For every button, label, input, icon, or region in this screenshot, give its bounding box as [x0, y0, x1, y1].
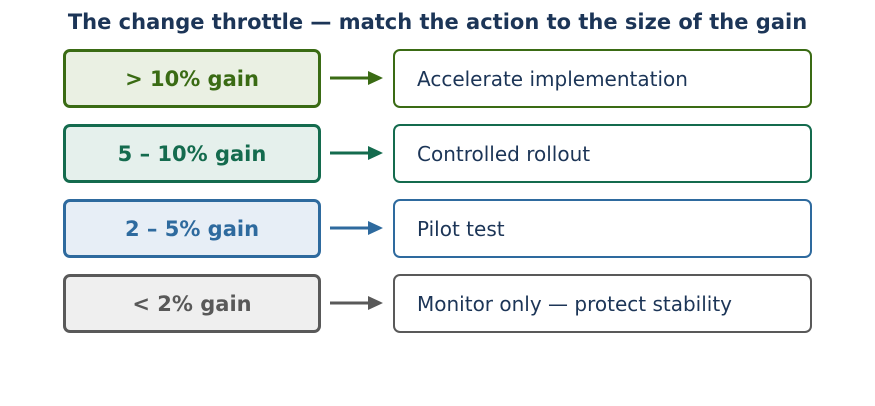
arrow-right-icon: [330, 71, 383, 85]
gain-threshold-box: 2 – 5% gain: [63, 199, 321, 258]
action-box: Monitor only — protect stability: [393, 274, 812, 333]
arrow-right-icon: [330, 221, 383, 235]
arrow-right-icon: [330, 296, 383, 310]
throttle-row: > 10% gain Accelerate implementation: [0, 49, 875, 108]
action-box: Pilot test: [393, 199, 812, 258]
gain-threshold-box: < 2% gain: [63, 274, 321, 333]
throttle-row: < 2% gain Monitor only — protect stabili…: [0, 274, 875, 333]
gain-threshold-box: > 10% gain: [63, 49, 321, 108]
arrow-right-icon: [330, 146, 383, 160]
throttle-row: 2 – 5% gain Pilot test: [0, 199, 875, 258]
gain-threshold-box: 5 – 10% gain: [63, 124, 321, 183]
diagram-title: The change throttle — match the action t…: [67, 10, 808, 34]
action-box: Controlled rollout: [393, 124, 812, 183]
action-box: Accelerate implementation: [393, 49, 812, 108]
throttle-row: 5 – 10% gain Controlled rollout: [0, 124, 875, 183]
